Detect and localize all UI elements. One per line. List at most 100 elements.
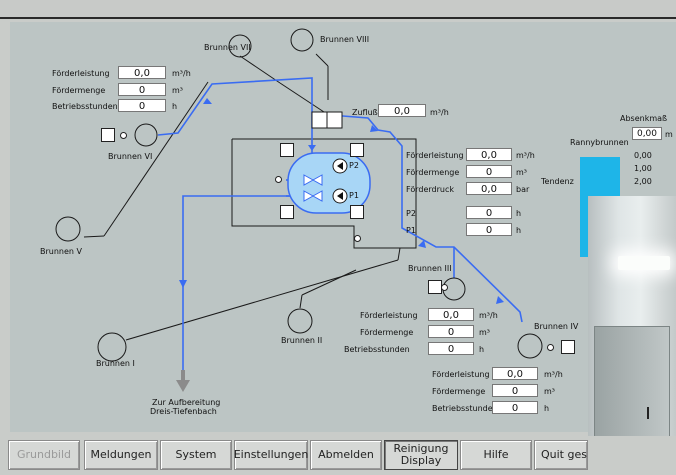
arrow-down-icon — [176, 370, 190, 392]
building-outline — [231, 138, 417, 249]
pipe-diagram — [55, 28, 543, 392]
lower-betriebsstunden-unit: h — [479, 345, 485, 354]
flow-arrow-icon — [418, 240, 426, 248]
right-foerderleistung-unit: m³/h — [544, 370, 563, 379]
lower-foerderleistung-value: 0,0 — [428, 308, 474, 321]
status-dot-brunnen-iii — [441, 284, 448, 291]
pipe-brunnen-viii — [315, 53, 329, 67]
pipe-brunnen-i — [125, 259, 399, 341]
tendenz-label: Tendenz — [541, 177, 574, 186]
left-foerderleistung-unit: m³/h — [172, 69, 191, 78]
pipe-blue-outflow — [182, 195, 300, 378]
label-brunnen-ii: Brunnen II — [281, 336, 323, 345]
label-brunnen-vi: Brunnen VI — [108, 152, 153, 161]
center-foerdermenge-value: 0 — [466, 165, 512, 178]
status-square[interactable] — [350, 143, 364, 157]
well-circle-icon — [228, 34, 252, 58]
nav-reinigung-display-button[interactable]: Reinigung Display — [384, 440, 458, 470]
flow-arrow-icon — [370, 125, 378, 132]
left-betriebsstunden-label: Betriebsstunden — [52, 102, 118, 111]
pipe-blue-north — [157, 77, 313, 136]
well-circle-icon — [134, 123, 158, 147]
center-p1-unit: h — [516, 226, 522, 235]
label-brunnen-iii: Brunnen III — [408, 264, 452, 273]
well-circle-icon — [97, 332, 127, 362]
nav-meldungen-button[interactable]: Meldungen — [84, 440, 158, 470]
destination-line2: Dreis-Tiefenbach — [150, 407, 217, 416]
pump-icon — [332, 158, 348, 204]
center-p1-label: P1 — [406, 226, 416, 235]
title-bar — [0, 0, 676, 19]
status-square-brunnen-iii[interactable] — [428, 280, 442, 294]
label-brunnen-v: Brunnen V — [40, 247, 82, 256]
lower-foerderleistung-label: Förderleistung — [360, 311, 418, 320]
absenk-unit: m — [665, 130, 673, 139]
pump-p2-label: P2 — [349, 161, 359, 170]
nav-reinigung-line1: Reinigung — [393, 442, 449, 455]
lower-foerdermenge-value: 0 — [428, 325, 474, 338]
status-square[interactable] — [350, 205, 364, 219]
scale-tick: 1,00 — [634, 164, 652, 173]
zufluss-box — [311, 111, 343, 129]
label-rannybrunnen: Rannybrunnen — [570, 138, 629, 147]
nav-reinigung-line2: Display — [400, 454, 442, 467]
left-foerderleistung-value: 0,0 — [118, 66, 166, 79]
nav-hilfe-button[interactable]: Hilfe — [460, 440, 532, 470]
well-circle-icon — [290, 28, 314, 52]
nav-grundbild-button[interactable]: Grundbild — [8, 440, 80, 470]
center-p1-value: 0 — [466, 223, 512, 236]
center-foerdermenge-label: Fördermenge — [406, 168, 460, 177]
status-square-brunnen-vi[interactable] — [101, 128, 115, 142]
nav-system-button[interactable]: System — [160, 440, 232, 470]
left-foerdermenge-value: 0 — [118, 83, 166, 96]
right-betriebsstunden-unit: h — [544, 404, 550, 413]
camera-photo-overlay — [588, 196, 676, 475]
label-brunnen-iv: Brunnen IV — [534, 322, 579, 331]
lower-foerdermenge-label: Fördermenge — [360, 328, 414, 337]
right-foerderleistung-label: Förderleistung — [432, 370, 490, 379]
status-square[interactable] — [280, 205, 294, 219]
pipe-brunnen-v — [103, 81, 209, 237]
zufluss-label: Zufluß — [352, 108, 378, 117]
scale-tick: 2,00 — [634, 177, 652, 186]
nav-quit-button[interactable]: Quit gesamt — [534, 440, 588, 470]
well-circle-icon — [287, 308, 313, 334]
status-square[interactable] — [280, 143, 294, 157]
absenk-title: Absenkmaß — [620, 114, 668, 123]
lower-betriebsstunden-label: Betriebsstunden — [344, 345, 410, 354]
status-dot-brunnen-iv — [547, 344, 554, 351]
lower-foerderleistung-unit: m³/h — [479, 311, 498, 320]
pipe-brunnen-ii — [299, 294, 303, 309]
status-square-brunnen-iv[interactable] — [561, 340, 575, 354]
center-foerderdruck-unit: bar — [516, 185, 530, 194]
center-foerderdruck-label: Förderdruck — [406, 185, 454, 194]
left-betriebsstunden-unit: h — [172, 102, 178, 111]
center-foerderleistung-value: 0,0 — [466, 148, 512, 161]
right-betriebsstunden-value: 0 — [492, 401, 538, 414]
left-betriebsstunden-value: 0 — [118, 99, 166, 112]
right-foerdermenge-unit: m³ — [544, 387, 555, 396]
nav-abmelden-button[interactable]: Abmelden — [310, 440, 382, 470]
pipe-brunnen-vii — [239, 55, 281, 84]
label-brunnen-vii: Brunnen VII — [204, 43, 251, 52]
center-p2-value: 0 — [466, 206, 512, 219]
center-foerderleistung-label: Förderleistung — [406, 151, 464, 160]
right-betriebsstunden-label: Betriebsstunden — [432, 404, 498, 413]
well-circle-icon — [517, 333, 543, 359]
valve-icon — [303, 174, 323, 202]
center-foerderdruck-value: 0,0 — [466, 182, 512, 195]
zufluss-value: 0,0 — [378, 104, 426, 117]
zufluss-unit: m³/h — [430, 108, 449, 117]
status-dot-brunnen-vi — [120, 132, 127, 139]
destination-line1: Zur Aufbereitung — [152, 398, 221, 407]
center-foerderleistung-unit: m³/h — [516, 151, 535, 160]
ceiling-lamp — [618, 256, 670, 270]
right-foerderleistung-value: 0,0 — [492, 367, 538, 380]
door-handle — [647, 407, 649, 419]
flow-arrow-icon — [308, 145, 316, 151]
right-foerdermenge-label: Fördermenge — [432, 387, 486, 396]
pump-p1-label: P1 — [349, 191, 359, 200]
nav-einstellungen-button[interactable]: Einstellungen — [234, 440, 308, 470]
left-foerderleistung-label: Förderleistung — [52, 69, 110, 78]
center-foerdermenge-unit: m³ — [516, 168, 527, 177]
